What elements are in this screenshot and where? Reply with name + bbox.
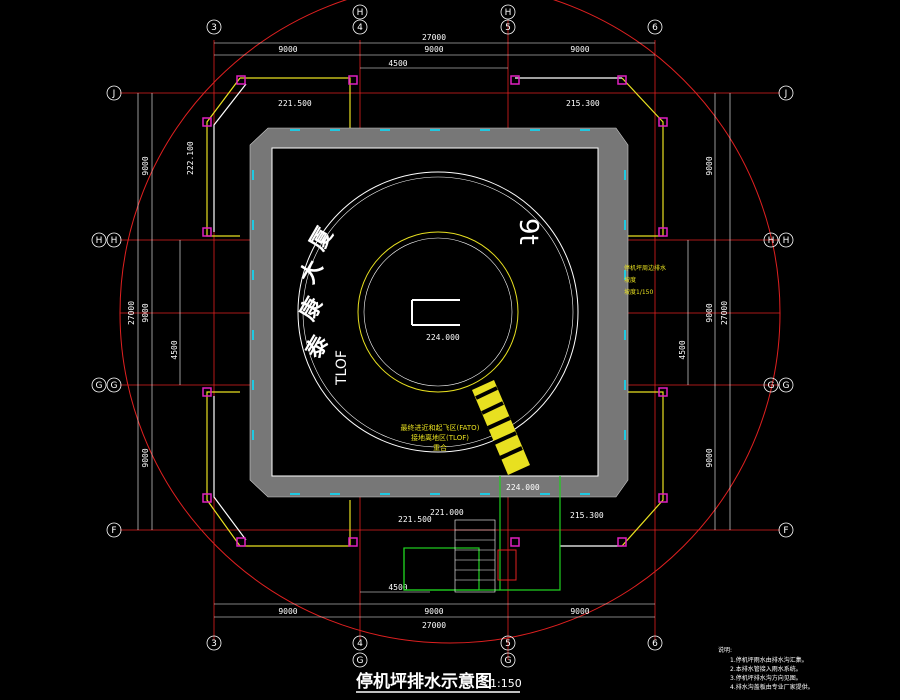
dim-top-total: 27000 [422,33,446,42]
col-label-3: 3 [211,23,217,33]
fato-inner-circle [302,176,574,448]
dim-right-1: 9000 [705,156,714,175]
row-label-G: G [111,381,118,391]
row-label-H: H [111,236,118,246]
col-label-6: 6 [652,23,658,33]
label-tlof: 接地离地区(TLOF) [411,433,469,442]
tlof-circle [357,231,519,393]
col-label-5-b: 5 [505,639,511,649]
elev-tr1: 215.300 [566,99,600,108]
dim-right-3: 9000 [705,448,714,467]
stair-well [454,519,496,593]
drain-pipes [403,476,561,591]
h-marking [411,299,460,326]
dim-left-offset: 4500 [170,340,179,359]
dim-bot-total: 27000 [422,621,446,630]
note-right-2: 坡度 [624,276,636,284]
col-label-4: 4 [357,23,363,33]
row-label-H-r: H [783,236,790,246]
note-4: 4.排水沟盖板由专业厂家提供。 [730,683,814,691]
drawing-title: 停机坪排水示意图 1:150 [356,671,522,693]
row-label-J-r: J [784,89,788,99]
col-label-4-b2: G [357,656,364,666]
note-right-1: 停机坪周边排水 [624,264,666,272]
note-1: 1.停机坪雨水由排水沟汇集。 [730,656,808,664]
approach-stripe [472,380,530,475]
weight-marking: 9t [513,218,543,245]
dim-bot-3: 9000 [570,607,589,616]
dim-left-total: 27000 [127,301,136,325]
note-3: 3.停机坪排水沟方向见图。 [730,674,802,682]
row-label-G-r: G [783,381,790,391]
title-main: 停机坪排水示意图 [356,671,492,692]
dim-bot-2: 9000 [424,607,443,616]
elev-bot3: 221.000 [430,508,464,517]
dim-right-total: 27000 [720,301,729,325]
column-markers [202,75,668,547]
col-label-5: 5 [505,23,511,33]
label-fato: 最终进近和起飞区(FATO) [401,423,480,432]
col-label-4-h: H [357,8,364,18]
row-label-F: F [111,526,116,536]
dim-top-3: 9000 [570,45,589,54]
notes-heading: 说明: [718,646,732,654]
row-label-F-r: F [783,526,788,536]
dim-right-offset: 4500 [678,340,687,359]
dimension-text: 27000 9000 9000 9000 4500 9000 9000 9000… [127,33,729,630]
deck-id-marking: TLOF [334,350,350,386]
note-right-3: 坡度1/150 [624,288,653,296]
dim-left-1: 9000 [141,156,150,175]
elev-tl2: 222.100 [186,141,195,175]
elev-bot2: 221.500 [398,515,432,524]
elevation-labels: 221.500 222.100 215.300 224.000 221.500 … [186,99,604,524]
elev-tl1: 221.500 [278,99,312,108]
notes-block: 说明: 1.停机坪雨水由排水沟汇集。 2.本排水管接入雨水系统。 3.停机坪排水… [718,646,814,691]
dim-bot-offset: 4500 [388,583,407,592]
col-label-5-b2: G [505,656,512,666]
col-label-6-b: 6 [652,639,658,649]
row-label-G2-r: G [768,381,775,391]
col-label-5-h: H [505,8,512,18]
dimension-lines [137,42,731,618]
fato-circle [297,171,579,453]
dim-left-2: 9000 [141,303,150,322]
row-label-J: J [112,89,116,99]
dim-bot-1: 9000 [278,607,297,616]
center-elevation: 224.000 [426,333,460,342]
row-label-H2: H [96,236,103,246]
elev-br1: 215.300 [570,511,604,520]
title-scale: 1:150 [490,677,522,690]
label-coincide: 重合 [433,443,447,452]
elev-bot1: 224.000 [506,483,540,492]
perimeter-frame [206,77,664,547]
note-2: 2.本排水管接入雨水系统。 [730,665,802,673]
fato-labels: 最终进近和起飞区(FATO) 接地离地区(TLOF) 重合 [401,423,480,452]
col-label-3-b: 3 [211,639,217,649]
drain-channel [249,127,629,498]
row-label-G2: G [96,381,103,391]
right-notes: 停机坪周边排水 坡度 坡度1/150 [624,264,666,296]
dim-top-offset: 4500 [388,59,407,68]
dim-right-2: 9000 [705,303,714,322]
dim-top-2: 9000 [424,45,443,54]
row-label-H2-r: H [768,236,775,246]
grid-labels: 3 4 5 6 H H 3 4 5 6 G G J H H G G F J H … [96,8,790,666]
tlof-inner-circle [363,237,513,387]
dim-left-3: 9000 [141,448,150,467]
grid-bubbles [91,4,794,668]
elevator-shaft [497,549,517,581]
col-label-4-b: 4 [357,639,363,649]
dim-top-1: 9000 [278,45,297,54]
